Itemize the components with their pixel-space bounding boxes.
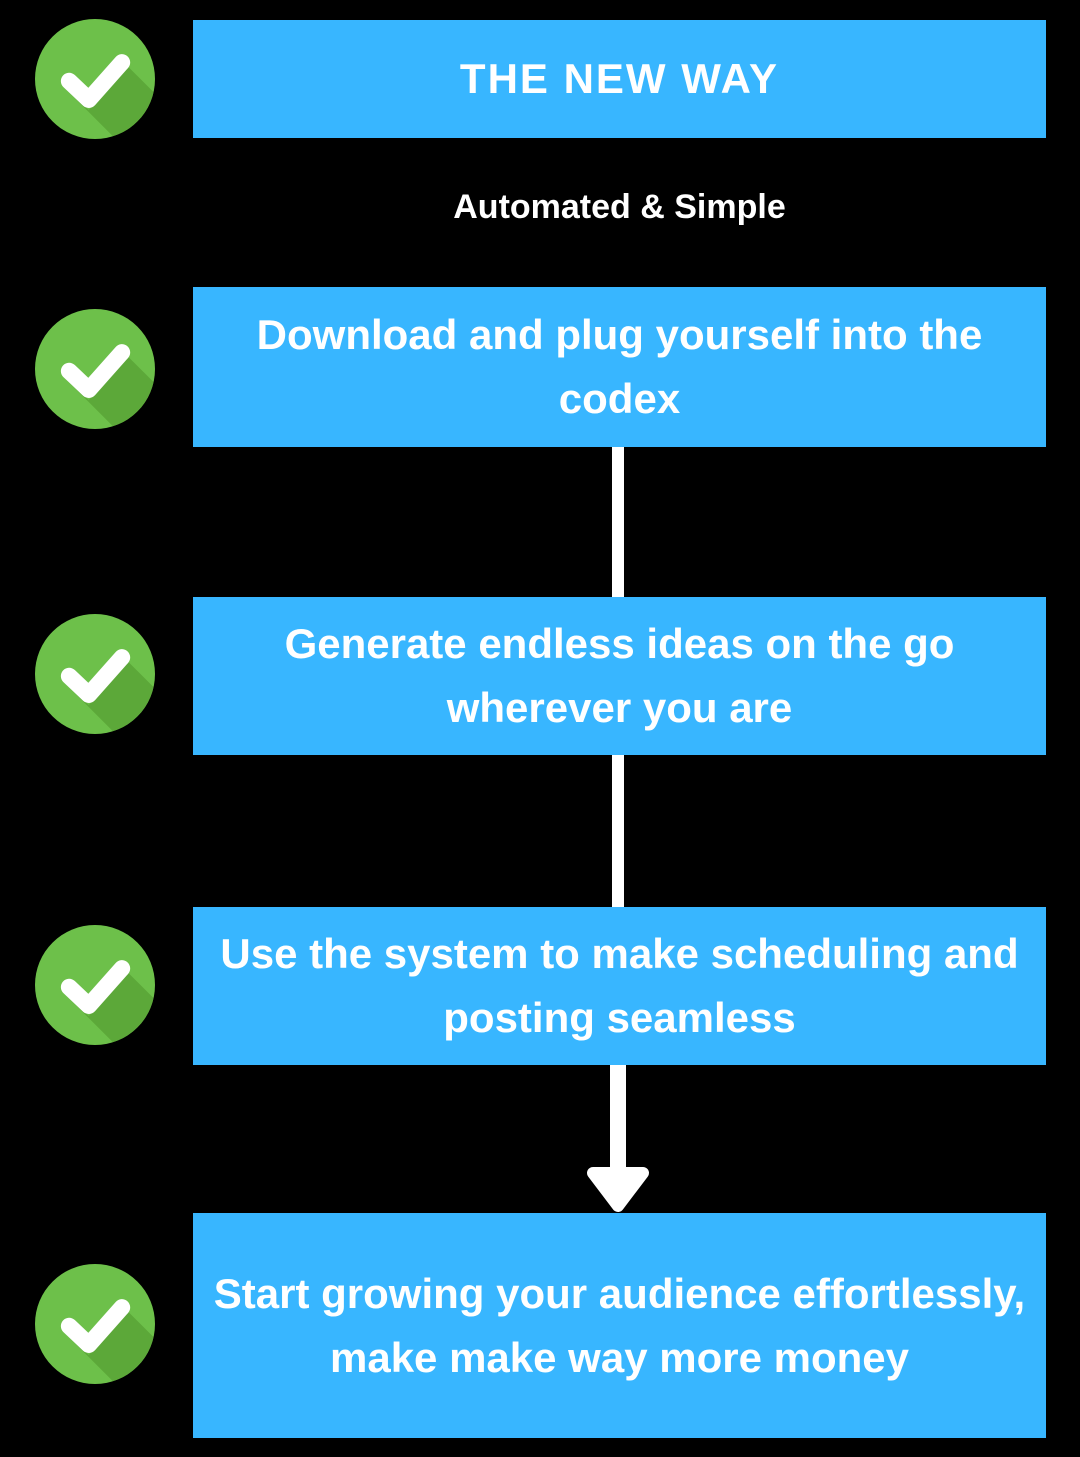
page-title: THE NEW WAY [459, 55, 780, 102]
step-label: Download and plug yourself into the code… [256, 311, 983, 422]
check-circle-icon [35, 309, 155, 429]
check-circle-icon [35, 19, 155, 139]
connector-line [612, 755, 624, 908]
subtitle: Automated & Simple [453, 188, 786, 226]
step-box-2: Generate endless ideas on the go whereve… [193, 597, 1046, 755]
step-label: Use the system to make scheduling and po… [220, 930, 1019, 1041]
down-arrow-icon [585, 1065, 651, 1214]
step-box-3: Use the system to make scheduling and po… [193, 907, 1046, 1065]
step-label: Generate endless ideas on the go whereve… [284, 620, 955, 731]
step-label: Start growing your audience effortlessly… [213, 1269, 1026, 1381]
check-circle-icon [35, 925, 155, 1045]
step-box-4: Start growing your audience effortlessly… [193, 1213, 1046, 1438]
step-box-1: Download and plug yourself into the code… [193, 287, 1046, 447]
check-circle-icon [35, 614, 155, 734]
connector-line [612, 447, 624, 598]
header-box: THE NEW WAY [193, 20, 1046, 138]
check-circle-icon [35, 1264, 155, 1384]
